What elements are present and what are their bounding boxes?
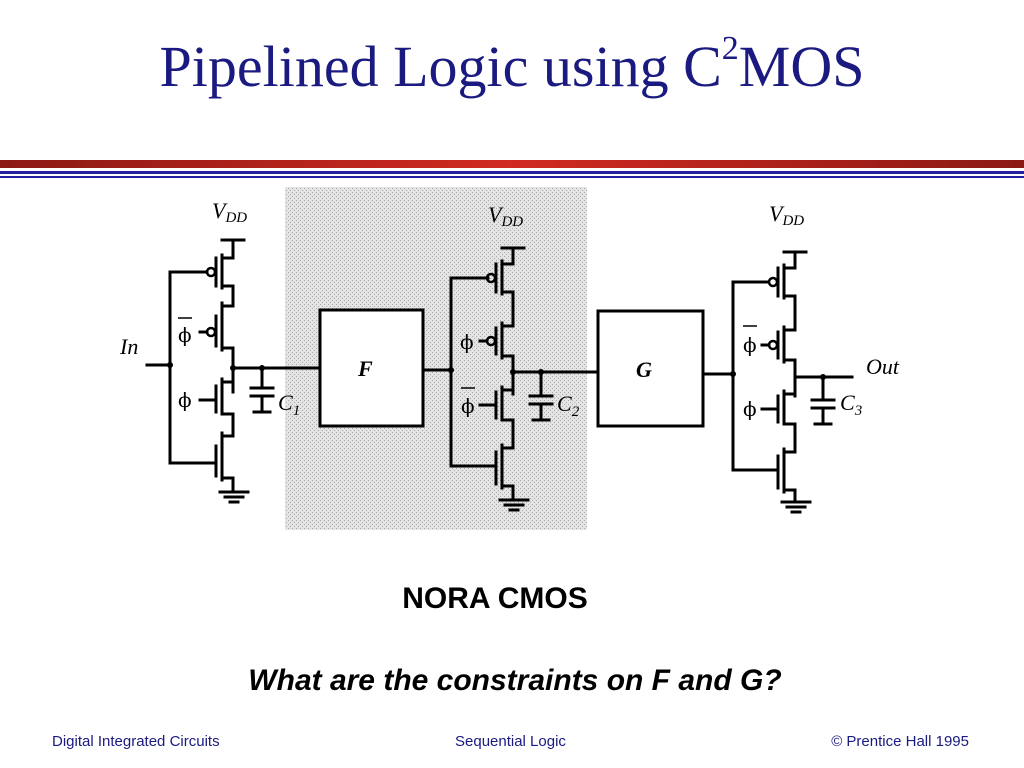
c3-label: C3 [840,390,862,419]
phi-bar-label-2: ϕ [461,394,475,418]
f-out-node [448,367,454,373]
input-label: In [119,334,138,359]
phi-bar-label-3: ϕ [743,333,757,357]
title-rule-blue-thin [0,176,1024,178]
phi-label-3: ϕ [743,397,757,421]
title-rule-blue [0,171,1024,174]
c2-label: C2 [557,391,580,420]
c2-node [538,369,544,375]
block-g-label: G [636,357,652,382]
block-f [318,308,425,428]
phi-label-2: ϕ [460,330,474,354]
c1-label: C1 [278,390,300,419]
nora-cmos-circuit-diagram: VDD VDD VDD In Out F G C1 C2 C3 ϕ ϕ ϕ ϕ … [119,187,900,530]
output-label: Out [866,354,900,379]
n1-node [230,365,236,371]
phi-bar-label-1: ϕ [178,323,192,347]
block-g [596,309,705,428]
in-node [167,362,173,368]
title-rule-red [0,160,1024,168]
n2-node [510,369,516,375]
nora-cmos-caption: NORA CMOS [402,582,588,615]
footer-chapter-title: Sequential Logic [455,733,566,750]
stage-3-c2mos-inverter [701,250,854,514]
vdd-label-1: VDD [212,198,247,226]
footer-course-title: Digital Integrated Circuits [52,733,220,750]
vdd-label-2: VDD [488,202,523,230]
out-node [820,374,826,380]
footer-copyright: © Prentice Hall 1995 [831,733,969,750]
vdd-label-3: VDD [769,201,804,229]
stage-2-c2mos-inverter [421,246,600,512]
c1-node [259,365,265,371]
constraints-question: What are the constraints on F and G? [248,664,782,697]
slide-title: Pipelined Logic using C2MOS [159,30,865,99]
g-out-node [730,371,736,377]
phi-label-1: ϕ [178,388,192,412]
block-f-label: F [357,356,373,381]
